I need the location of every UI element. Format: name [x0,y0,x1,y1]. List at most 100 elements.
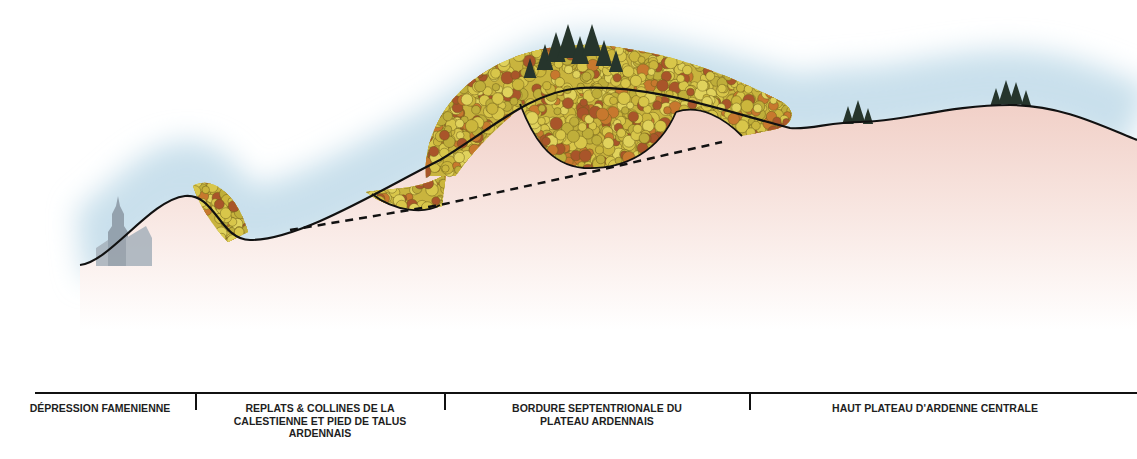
tree-crown [745,158,753,166]
tree-crown [379,170,386,177]
tree-crown [496,157,503,164]
tree-crown [447,55,459,67]
zone-label: REPLATS & COLLINES DE LA CALESTIENNE ET … [218,402,423,440]
tree-crown [781,146,792,157]
baseline [35,392,1137,394]
tree-crown [780,147,790,157]
tree-crown [364,209,371,216]
tree-crown [638,42,649,53]
tree-crown [245,216,255,226]
tree-crown [775,154,783,162]
tree-crown [410,125,421,136]
tree-crown [611,170,622,181]
tree-crown [505,36,512,43]
tree-crown [424,68,435,79]
tree-crown [359,176,369,186]
tree-crown [458,60,466,68]
tree-crown [410,65,421,76]
tree-crown [770,80,777,87]
tree-crown [360,180,372,192]
valley-outline [676,110,742,136]
tree-crown [413,125,422,134]
tree-crown [437,32,450,45]
tree-crown [374,169,383,178]
tree-crown [556,130,566,140]
tree-crown [432,197,440,205]
tree-crown [696,167,705,176]
tree-crown [787,51,800,64]
tree-crown [418,92,427,101]
tree-crown [785,86,797,98]
tree-crown [787,163,796,172]
tree-crown [771,62,784,75]
tree-crown [621,79,631,89]
tree-crown [511,120,520,129]
tree-crown [766,88,777,99]
tree-crown [722,68,735,81]
tree-crown [627,161,639,173]
tree-crown [512,169,522,179]
tree-crown [203,172,212,181]
tree-crown [473,160,484,171]
tree-crown [505,133,516,144]
tree-crown [497,39,506,48]
tree-crown [477,38,484,45]
tree-crown [498,124,509,135]
tree-crown [424,53,432,61]
tree-crown [421,127,433,139]
tree-crown [475,167,486,178]
tree-crown [236,181,243,188]
tree-crown [521,132,533,144]
tree-crown [477,50,487,60]
tree-crown [740,139,751,150]
tree-crown [781,48,790,57]
tree-crown [740,160,752,172]
tree-crown [721,61,733,73]
tree-crown [478,56,489,67]
tree-crown [689,162,702,175]
tree-crown [763,46,773,56]
tree-crown [676,138,689,151]
tree-crown [202,171,210,179]
tree-crown [570,117,579,126]
tree-crown [754,101,765,112]
tree-crown [403,210,415,222]
tree-crown [667,41,675,49]
tree-crown [595,146,603,154]
tree-crown [510,97,518,105]
tree-crown [215,236,222,243]
tree-crown [775,56,788,69]
tree-crown [506,131,517,142]
tree-crown [749,158,760,169]
tree-crown [487,166,497,176]
tree-crown [740,142,748,150]
tree-crown [732,103,741,112]
tree-crown [468,50,477,59]
tree-crown [423,76,431,84]
tree-crown [685,152,695,162]
tree-crown [734,72,742,80]
tree-crown [782,66,789,73]
tree-crown [242,213,249,220]
tree-crown [448,49,459,60]
tree-crown [726,43,738,55]
tree-crown [791,49,799,57]
tree-crown [759,149,770,160]
tree-crown [494,131,506,143]
tree-crown [433,101,445,113]
tree-crown [633,124,642,133]
tree-crown [668,158,676,166]
tree-crown [709,35,721,47]
tree-crown [421,72,432,83]
tree-crown [440,130,450,140]
tree-crown [695,125,704,134]
tree-crown [735,137,742,144]
tree-crown [761,71,773,83]
tree-crown [519,164,528,173]
tree-crown [483,137,493,147]
tree-crown [710,39,721,50]
tree-crown [541,157,553,169]
tree-crown [747,71,756,80]
tree-crown [660,162,668,170]
tree-crown [444,184,453,193]
